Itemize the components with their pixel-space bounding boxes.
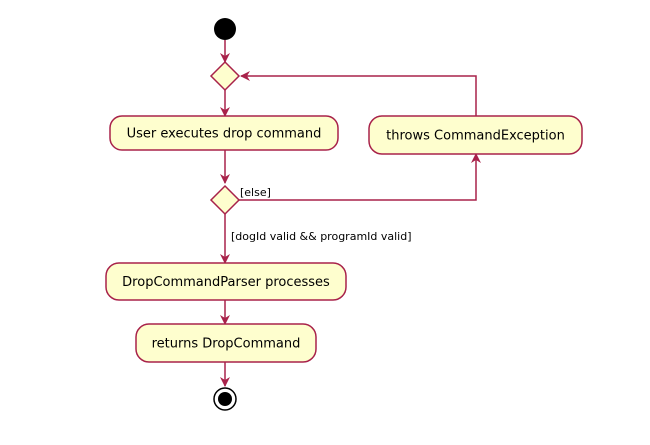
activity-returns-command-label: returns DropCommand: [152, 337, 301, 352]
end-node-inner: [218, 392, 232, 406]
activity-parser-processes-label: DropCommandParser processes: [122, 275, 330, 290]
merge-diamond: [209, 60, 241, 92]
guard-else-label: [else]: [240, 186, 271, 199]
decision-diamond: [209, 184, 241, 216]
start-node: [214, 18, 236, 40]
activity-returns-command: [135, 323, 317, 363]
activity-user-executes-label: User executes drop command: [127, 127, 322, 142]
guard-valid-label: [dogId valid && programId valid]: [231, 230, 412, 243]
activity-user-executes: [109, 115, 339, 151]
edge-decision-else-to-exception: [239, 153, 481, 201]
activity-parser-processes: [105, 262, 347, 301]
edge-exception-to-merge: [240, 71, 477, 116]
activity-throws-exception: [368, 115, 583, 155]
activity-throws-exception-label: throws CommandException: [386, 129, 565, 144]
